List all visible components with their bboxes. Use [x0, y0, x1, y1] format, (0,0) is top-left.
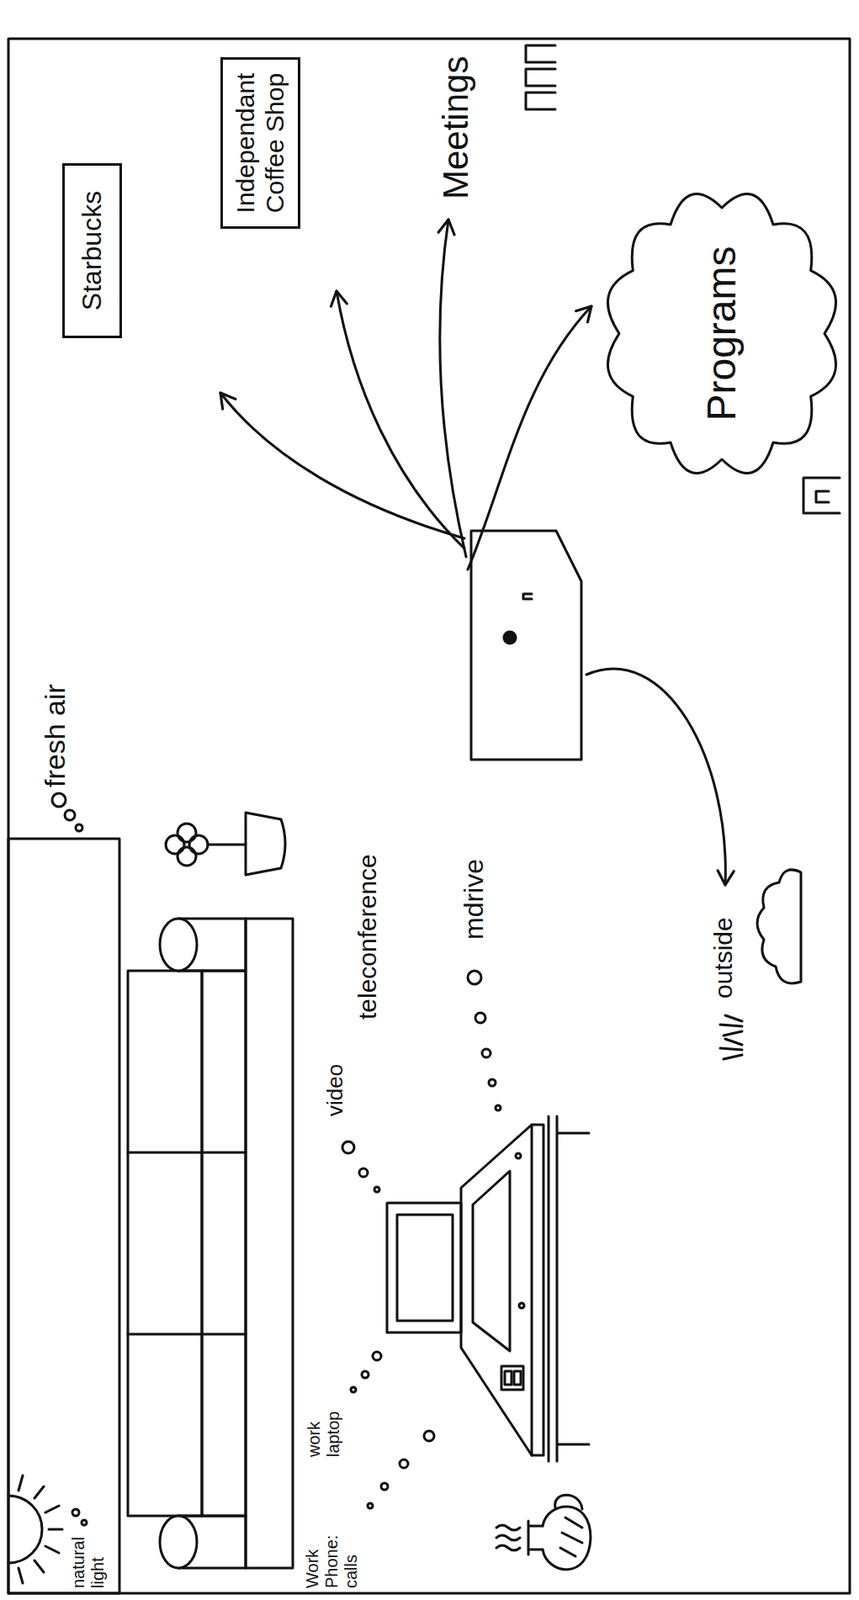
thought-bubble — [81, 1520, 87, 1526]
desk — [548, 1116, 589, 1462]
thought-bubble — [482, 1049, 491, 1058]
door — [471, 530, 582, 760]
label-holder: teleconference — [353, 853, 383, 1020]
steam — [496, 1525, 520, 1551]
sketch-label: Work Phone: calls — [302, 1521, 361, 1589]
cloud-shape: Programs — [599, 187, 845, 480]
door-arrow — [220, 392, 465, 539]
sun-rays — [18, 1475, 63, 1584]
sketch-label: teleconference — [353, 853, 383, 1020]
sketch-label: video — [323, 1064, 349, 1117]
flower-petal — [177, 847, 197, 866]
thought-bubble — [359, 1168, 368, 1178]
thought-bubble — [467, 970, 482, 985]
node-text: Independant Coffee Shop — [231, 68, 290, 218]
sketch-label: natural light — [68, 1532, 108, 1589]
label-holder: natural light — [68, 1532, 108, 1589]
phone — [501, 1366, 524, 1390]
node-text: Programs — [698, 245, 745, 421]
sketch-label: Meetings — [435, 56, 477, 200]
couch-back — [127, 970, 202, 1517]
thought-bubble — [350, 1387, 356, 1393]
table-icon — [803, 477, 840, 514]
sketch-lines — [8, 38, 850, 1594]
door-knob — [503, 631, 516, 644]
meeting-tables — [525, 45, 556, 110]
thought-bubble — [64, 810, 75, 821]
laptop-screen — [387, 1203, 462, 1333]
sun — [8, 1495, 43, 1564]
label-holder: Meetings — [435, 56, 477, 200]
phone-key — [504, 1371, 512, 1385]
thought-bubble — [361, 1371, 369, 1379]
flower-petal — [189, 835, 208, 854]
couch-arm-roll — [159, 918, 197, 971]
thought-bubble — [75, 824, 83, 832]
label-holder: video — [323, 1064, 349, 1117]
label-holder: fresh air — [38, 684, 72, 788]
node-text: Starbucks — [76, 190, 108, 311]
thought-bubble — [367, 1503, 373, 1509]
thought-bubble — [72, 1509, 80, 1517]
thought-bubble — [372, 1352, 382, 1361]
door-arrow — [586, 668, 726, 886]
flower-petal — [177, 823, 197, 843]
flower-petal — [165, 835, 185, 854]
sketch-label: fresh air — [38, 684, 72, 788]
jug-handle — [555, 1495, 583, 1510]
bush — [757, 869, 801, 984]
door-mark — [523, 593, 532, 600]
jug-body — [542, 1506, 591, 1570]
jug-hatching — [560, 1517, 583, 1557]
grass — [720, 1015, 743, 1060]
place-box: Starbucks — [62, 163, 122, 339]
thought-bubble — [399, 1459, 409, 1469]
jug-neck — [528, 1521, 543, 1555]
laptop-dot — [515, 1153, 521, 1159]
label-holder: work laptop — [304, 1401, 344, 1458]
label-holder: outside — [709, 917, 739, 999]
laptop-edge — [531, 1124, 544, 1456]
flower-pot — [245, 812, 286, 875]
laptop-dot — [519, 1303, 525, 1309]
picture-frame — [8, 38, 850, 1594]
laptop-base — [461, 1124, 532, 1456]
laptop-keyboard — [472, 1171, 510, 1352]
sketch-label: outside — [709, 917, 739, 999]
label-holder: mdrive — [458, 859, 490, 940]
place-box: Independant Coffee Shop — [220, 57, 301, 229]
label-holder: Work Phone: calls — [302, 1521, 361, 1589]
thought-bubble — [374, 1187, 380, 1193]
door-arrow — [336, 291, 465, 549]
sketch-label: mdrive — [458, 859, 490, 940]
couch-cushion-line — [127, 1152, 202, 1335]
door-arrow — [440, 219, 467, 557]
thought-bubble — [424, 1431, 435, 1442]
couch-arm-roll — [159, 1516, 197, 1569]
couch-base — [245, 918, 293, 1569]
thought-bubble — [495, 1105, 501, 1111]
flower-stem — [207, 843, 246, 847]
thought-bubble — [52, 793, 66, 807]
thought-bubble — [488, 1079, 496, 1087]
sketch-label: work laptop — [304, 1401, 344, 1458]
laptop-display — [397, 1214, 453, 1321]
phone-key — [514, 1371, 521, 1385]
window — [8, 838, 120, 1594]
cloud-outline — [607, 193, 836, 473]
couch-seat — [201, 970, 246, 1517]
thought-bubble — [342, 1141, 355, 1154]
door-arrow — [467, 306, 592, 570]
thought-bubble — [381, 1483, 388, 1490]
couch-cushion-line — [201, 1152, 246, 1335]
thought-bubble — [475, 1012, 486, 1024]
